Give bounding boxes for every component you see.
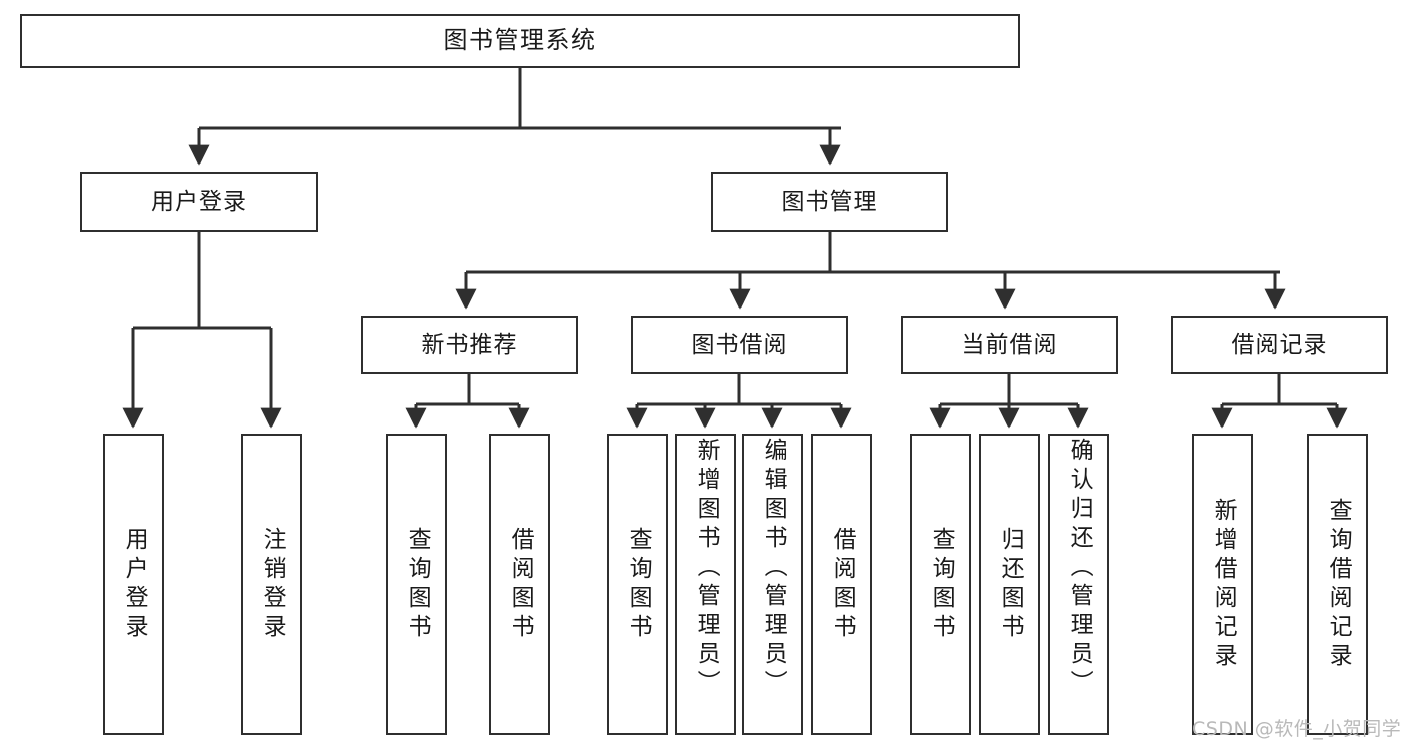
node-leaf-add-borrowing-record[interactable]: 新增借阅记录 — [1192, 434, 1253, 735]
node-label: 归还图书 — [997, 526, 1024, 643]
node-user-login[interactable]: 用户登录 — [80, 172, 318, 232]
node-label: 用户登录 — [151, 188, 247, 215]
node-label: 借阅图书 — [507, 526, 534, 643]
node-label: 查询图书 — [928, 526, 955, 643]
node-leaf-return-book[interactable]: 归还图书 — [979, 434, 1040, 735]
node-label: 图书管理系统 — [443, 26, 597, 55]
node-book-management[interactable]: 图书管理 — [711, 172, 948, 232]
node-new-book-recommendation[interactable]: 新书推荐 — [361, 316, 578, 374]
node-root-book-management-system[interactable]: 图书管理系统 — [20, 14, 1020, 68]
node-leaf-query-book-a[interactable]: 查询图书 — [386, 434, 447, 735]
csdn-watermark: CSDN @软件_小贺同学 — [1192, 718, 1402, 740]
node-leaf-add-book-admin[interactable]: 新增图书（管理员） — [675, 434, 736, 735]
node-label: 用户登录 — [121, 526, 148, 643]
node-borrowing-record[interactable]: 借阅记录 — [1171, 316, 1388, 374]
node-label: 借阅图书 — [829, 526, 856, 643]
node-label: 查询图书 — [625, 526, 652, 643]
node-leaf-query-book-c[interactable]: 查询图书 — [910, 434, 971, 735]
node-label: 当前借阅 — [961, 331, 1058, 358]
node-leaf-logout-login[interactable]: 注销登录 — [241, 434, 302, 735]
node-label: 编辑图书（管理员） — [760, 438, 787, 699]
node-label: 借阅记录 — [1231, 331, 1328, 358]
node-label: 图书借阅 — [691, 331, 788, 358]
node-label: 确认归还（管理员） — [1066, 438, 1093, 699]
node-label: 查询借阅记录 — [1325, 497, 1352, 672]
node-current-borrowing[interactable]: 当前借阅 — [901, 316, 1118, 374]
node-leaf-borrow-book-b[interactable]: 借阅图书 — [811, 434, 872, 735]
node-leaf-edit-book-admin[interactable]: 编辑图书（管理员） — [742, 434, 803, 735]
node-leaf-borrow-book-a[interactable]: 借阅图书 — [489, 434, 550, 735]
node-label: 图书管理 — [781, 188, 878, 215]
node-label: 注销登录 — [259, 526, 286, 643]
node-label: 新书推荐 — [421, 331, 518, 358]
node-book-borrowing[interactable]: 图书借阅 — [631, 316, 848, 374]
node-label: 新增图书（管理员） — [693, 438, 720, 699]
node-leaf-confirm-return-admin[interactable]: 确认归还（管理员） — [1048, 434, 1109, 735]
node-leaf-query-book-b[interactable]: 查询图书 — [607, 434, 668, 735]
node-label: 新增借阅记录 — [1210, 497, 1237, 672]
node-leaf-user-login[interactable]: 用户登录 — [103, 434, 164, 735]
node-leaf-query-borrowing-record[interactable]: 查询借阅记录 — [1307, 434, 1368, 735]
node-label: 查询图书 — [404, 526, 431, 643]
